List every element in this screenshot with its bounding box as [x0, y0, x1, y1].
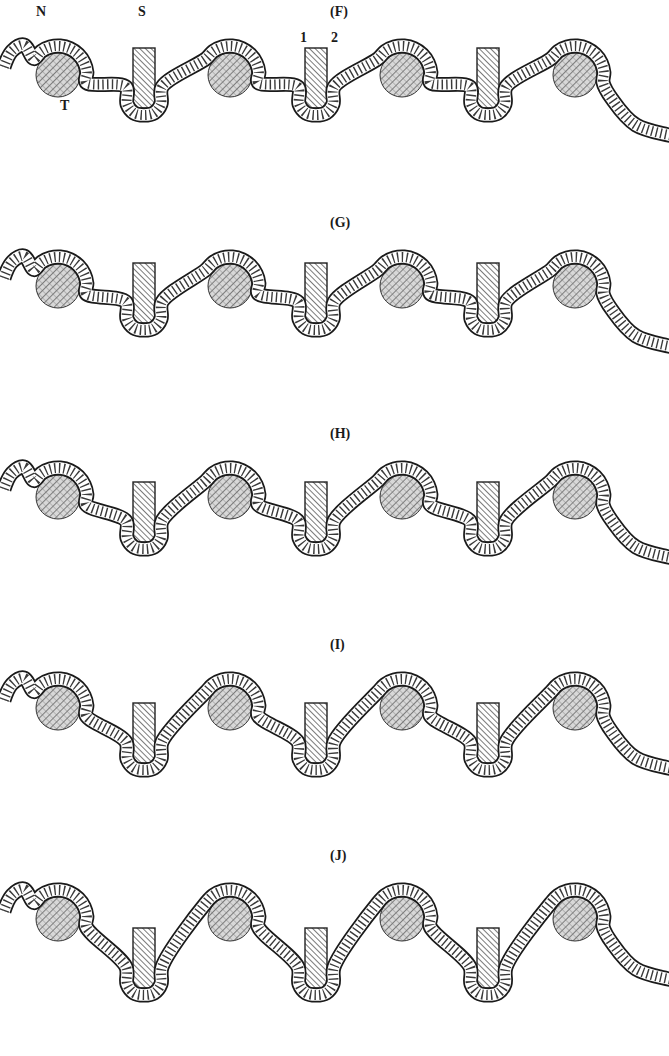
bar-support	[305, 703, 327, 763]
bar-support	[477, 928, 499, 988]
part-label: (H)	[330, 426, 350, 442]
rope-body	[4, 467, 669, 559]
rope-outline	[4, 678, 669, 770]
part-label: S	[138, 4, 146, 20]
part-label: (J)	[330, 848, 346, 864]
rope-panel	[4, 256, 669, 348]
bar-support	[305, 928, 327, 988]
rope-twist	[4, 889, 669, 995]
rope-outline	[4, 256, 669, 348]
rope-twist	[4, 256, 669, 348]
bar-support	[133, 928, 155, 988]
rope-body	[4, 678, 669, 770]
part-label: 2	[331, 30, 338, 46]
rope-body	[4, 256, 669, 348]
part-label: (I)	[330, 637, 345, 653]
bar-support	[477, 482, 499, 542]
part-label: T	[60, 98, 69, 114]
rope-body	[4, 45, 669, 137]
bar-support	[477, 263, 499, 323]
bar-support	[477, 703, 499, 763]
rope-body	[4, 889, 669, 995]
rope-panel	[4, 45, 669, 137]
rope-twist	[4, 467, 669, 559]
part-label: (F)	[330, 4, 348, 20]
rope-outline	[4, 889, 669, 995]
bar-support	[133, 703, 155, 763]
bar-support	[133, 48, 155, 108]
rope-panel	[4, 889, 669, 995]
bar-support	[133, 263, 155, 323]
part-label: (G)	[330, 215, 350, 231]
part-label: 1	[300, 30, 307, 46]
bar-support	[305, 48, 327, 108]
bar-support	[305, 482, 327, 542]
bar-support	[305, 263, 327, 323]
bar-support	[133, 482, 155, 542]
bar-support	[477, 48, 499, 108]
part-label: N	[36, 4, 46, 20]
rope-panel	[4, 678, 669, 770]
rope-panel	[4, 467, 669, 559]
rope-outline	[4, 45, 669, 137]
rope-outline	[4, 467, 669, 559]
rope-twist	[4, 678, 669, 770]
rope-twist	[4, 45, 669, 137]
